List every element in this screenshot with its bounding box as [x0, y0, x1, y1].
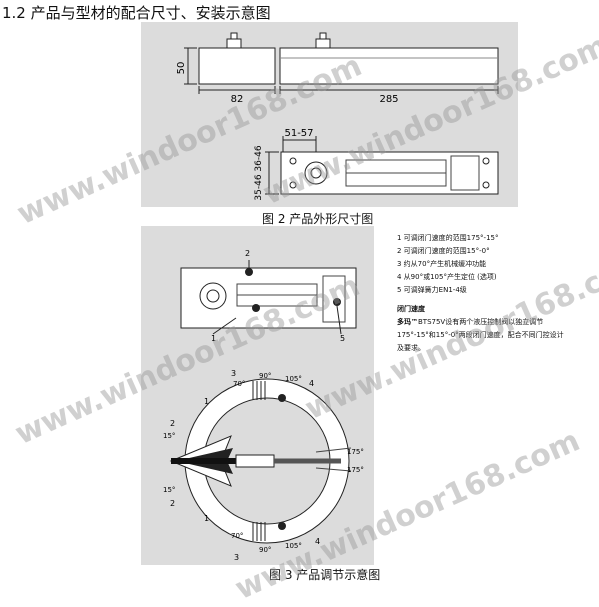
note-item-3: 3 约从70°产生机械缓冲功能: [397, 260, 487, 268]
angle-90-bottom: 90°: [259, 546, 271, 554]
angle-90-top: 90°: [259, 372, 271, 380]
plate-label-5: 5: [340, 334, 345, 343]
adjustment-drawing: 2 1 5 90° 105° 70° 4 3 1 2 15° 175° 17: [163, 249, 364, 562]
angle-105-top: 105°: [285, 375, 302, 383]
note-item-2: 2 可调闭门速度的范围15°-0°: [397, 247, 490, 255]
label-1-bottom: 1: [204, 514, 209, 523]
notes-paragraph-text: BTS75V设有两个液压控制阀以独立调节175°-15°和15°-0°两段闭门速…: [397, 318, 564, 352]
angle-70-top: 70°: [233, 380, 245, 388]
angle-15-bottom: 15°: [163, 486, 175, 494]
front-view-box: [279, 47, 499, 85]
angle-15-top: 15°: [163, 432, 175, 440]
notes-paragraph: 多玛™BTS75V设有两个液压控制阀以独立调节175°-15°和15°-0°两段…: [397, 316, 567, 355]
angle-105-bottom: 105°: [285, 542, 302, 550]
angle-175-top: 175°: [347, 448, 364, 456]
plate-label-2: 2: [245, 249, 250, 258]
figure-2-caption: 图 2 产品外形尺寸图: [262, 212, 374, 226]
dim-large-width-label: 285: [379, 94, 398, 105]
dim-small-width-label: 82: [231, 94, 244, 105]
section-heading: 1.2 产品与型材的配合尺寸、安装示意图: [2, 4, 271, 22]
note-item-5: 5 可调弹簧力EN1-4级: [397, 286, 467, 294]
figure-3-caption: 图 3 产品调节示意图: [269, 568, 381, 582]
label-1-top: 1: [204, 397, 209, 406]
label-2-bottom: 2: [170, 499, 175, 508]
label-4-bottom: 4: [315, 537, 320, 546]
label-4-top: 4: [309, 379, 314, 388]
dimension-drawing: 50 82 285 51-57 35-46 36-46: [176, 32, 499, 201]
angle-175-bottom: 175°: [347, 466, 364, 474]
plate-label-1: 1: [211, 334, 216, 343]
label-2-top: 2: [170, 419, 175, 428]
figure-2-dimensions: 50 82 285 51-57 35-46 36-46: [141, 22, 518, 207]
angle-70-bottom: 70°: [231, 532, 243, 540]
note-item-4: 4 从90°或105°产生定位 (选项): [397, 273, 497, 281]
adjustment-notes: 1 可调闭门速度的范围175°-15° 2 可调闭门速度的范围15°-0° 3 …: [397, 232, 567, 355]
dim-spacing-label: 51-57: [284, 128, 313, 139]
dim-height-label: 50: [176, 62, 187, 75]
note-item-1: 1 可调闭门速度的范围175°-15°: [397, 234, 499, 242]
side-view-box: [198, 47, 276, 85]
brand-name: 多玛™: [397, 318, 418, 326]
notes-section-title: 闭门速度: [397, 305, 425, 313]
dim-vertical-label: 35-46 36-46: [254, 145, 264, 200]
figure-3-adjustment: 2 1 5 90° 105° 70° 4 3 1 2 15° 175° 17: [141, 226, 374, 565]
label-3-bottom: 3: [234, 553, 239, 562]
closer-plate: [180, 267, 357, 329]
label-3-top: 3: [231, 369, 236, 378]
